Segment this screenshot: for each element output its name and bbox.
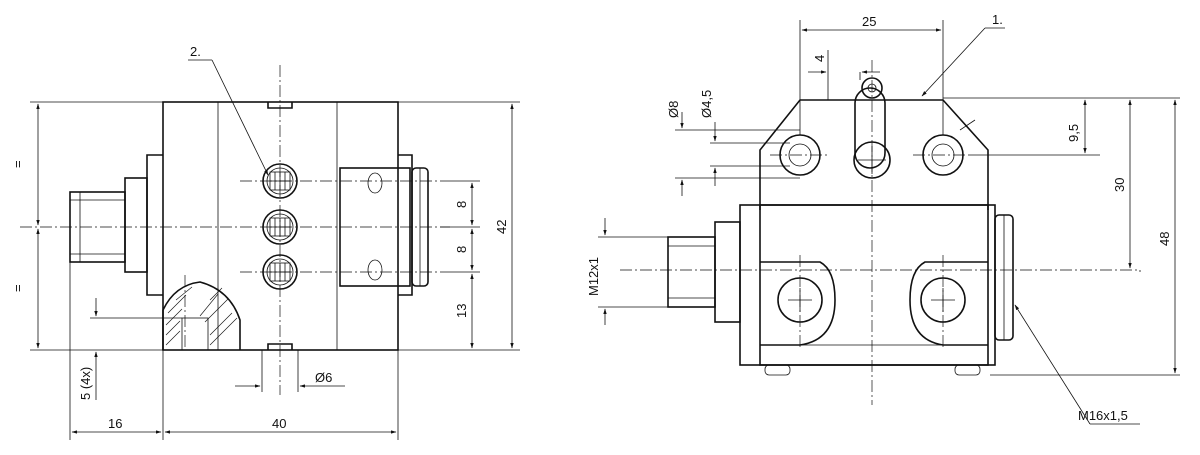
- dim-hole-large: Ø8: [666, 101, 681, 118]
- dim-total-height-48: 48: [1157, 232, 1172, 246]
- dim-hole-offset: 9,5: [1066, 124, 1081, 142]
- dim-left-thread: M12x1: [586, 257, 601, 296]
- dim-spacing-1: 8: [454, 201, 469, 208]
- dim-spacing-2: 8: [454, 246, 469, 253]
- dim-mount-hole: 5 (4x): [78, 367, 93, 400]
- dim-top-width-25: 25: [862, 14, 876, 29]
- dim-lever-width-4: 4: [812, 55, 827, 62]
- dim-thread-len-16: 16: [108, 416, 122, 431]
- dim-eq-top: =: [10, 160, 25, 168]
- right-body: [739, 204, 996, 366]
- callout-2: 2.: [190, 44, 201, 59]
- dim-height-42: 42: [494, 220, 509, 234]
- right-head: [759, 99, 989, 210]
- dim-width-40: 40: [272, 416, 286, 431]
- left-view: = = 8 8 13 42 16 40 5 (4x) Ø6: [10, 44, 520, 440]
- dim-center-height-30: 30: [1112, 178, 1127, 192]
- left-body: [162, 101, 399, 351]
- dim-eq-bottom: =: [10, 284, 25, 292]
- dim-bore: Ø6: [315, 370, 332, 385]
- dim-hole-small: Ø4,5: [699, 90, 714, 118]
- right-view: 25 4 Ø8 Ø4,5 9,5 30 48 M12x1: [586, 12, 1180, 425]
- callout-1: 1.: [992, 12, 1003, 27]
- dim-right-thread: M16x1,5: [1078, 408, 1128, 423]
- dim-bottom-offset: 13: [454, 304, 469, 318]
